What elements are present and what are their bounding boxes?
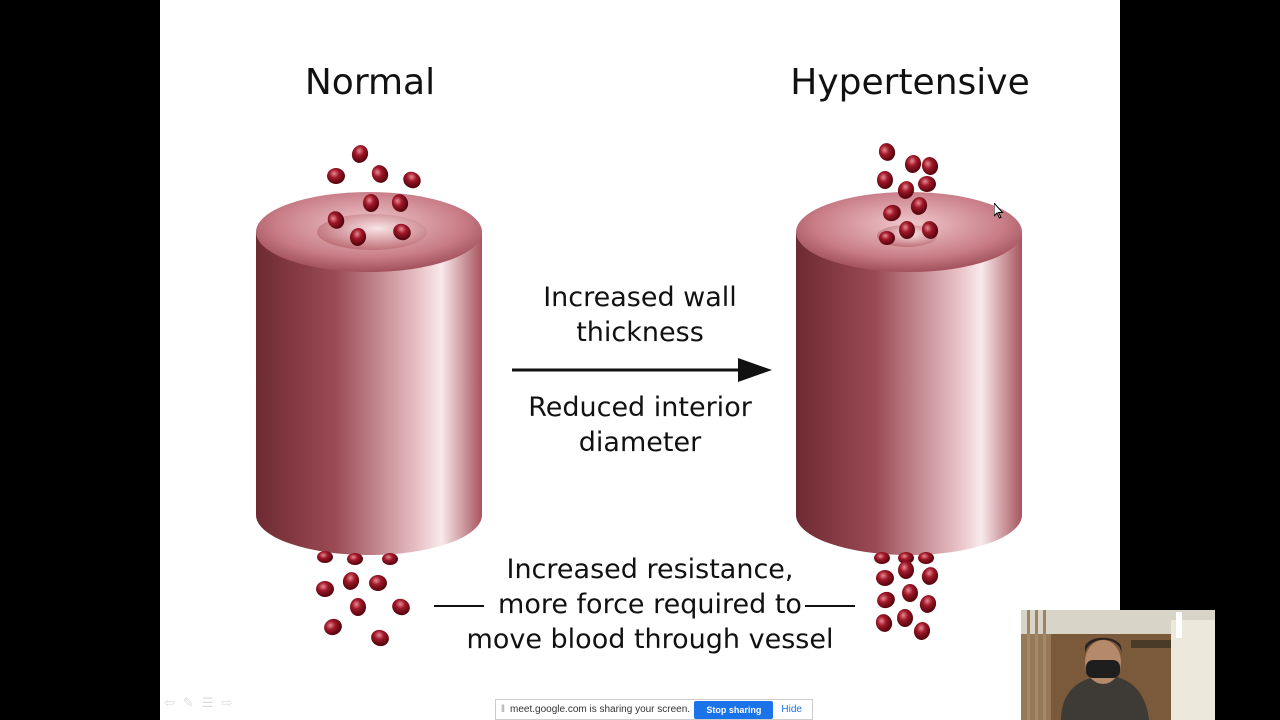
caption-line: thickness — [576, 317, 704, 348]
resistance-caption: Increased resistance, more force require… — [440, 552, 860, 657]
caption-line: diameter — [578, 427, 702, 458]
slide-navigation-toolbar: ⇦ ✎ ☰ ⇨ — [164, 696, 232, 714]
drag-handle-icon[interactable]: ‖ — [500, 704, 506, 715]
caption-line: Increased resistance, — [506, 554, 794, 585]
leader-line-right — [805, 605, 855, 607]
presenter-webcam-video — [1021, 610, 1215, 720]
pen-icon[interactable]: ✎ — [182, 696, 194, 711]
leader-line-left — [434, 605, 484, 607]
hide-button[interactable]: Hide — [781, 704, 802, 715]
normal-vessel-cylinder — [256, 192, 482, 555]
blood-cells-exiting-hypertensive — [874, 552, 939, 640]
caption-line: Reduced interior — [528, 392, 752, 423]
blood-cells-exiting-normal — [316, 551, 410, 647]
wall-thickness-caption: Increased wall thickness — [500, 280, 780, 350]
hypertensive-title: Hypertensive — [790, 62, 1030, 103]
normal-title: Normal — [304, 62, 436, 103]
caption-line: more force required to — [498, 589, 802, 620]
mouse-cursor-icon — [994, 203, 1004, 219]
interior-diameter-caption: Reduced interior diameter — [500, 390, 780, 460]
next-slide-icon[interactable]: ⇨ — [221, 696, 233, 711]
previous-slide-icon[interactable]: ⇦ — [164, 696, 175, 711]
caption-line: move blood through vessel — [466, 624, 834, 655]
presentation-slide: Normal Hypertensive — [160, 0, 1120, 720]
stop-sharing-button[interactable]: Stop sharing — [694, 700, 774, 719]
sharing-message: meet.google.com is sharing your screen. — [510, 704, 691, 715]
blood-cells-entering-normal — [327, 145, 421, 246]
blood-cells-entering-hypertensive — [877, 143, 939, 245]
right-arrow-icon — [512, 358, 772, 382]
menu-icon[interactable]: ☰ — [201, 696, 214, 711]
caption-line: Increased wall — [543, 282, 737, 313]
screen-sharing-bar: ‖ meet.google.com is sharing your screen… — [495, 699, 813, 720]
